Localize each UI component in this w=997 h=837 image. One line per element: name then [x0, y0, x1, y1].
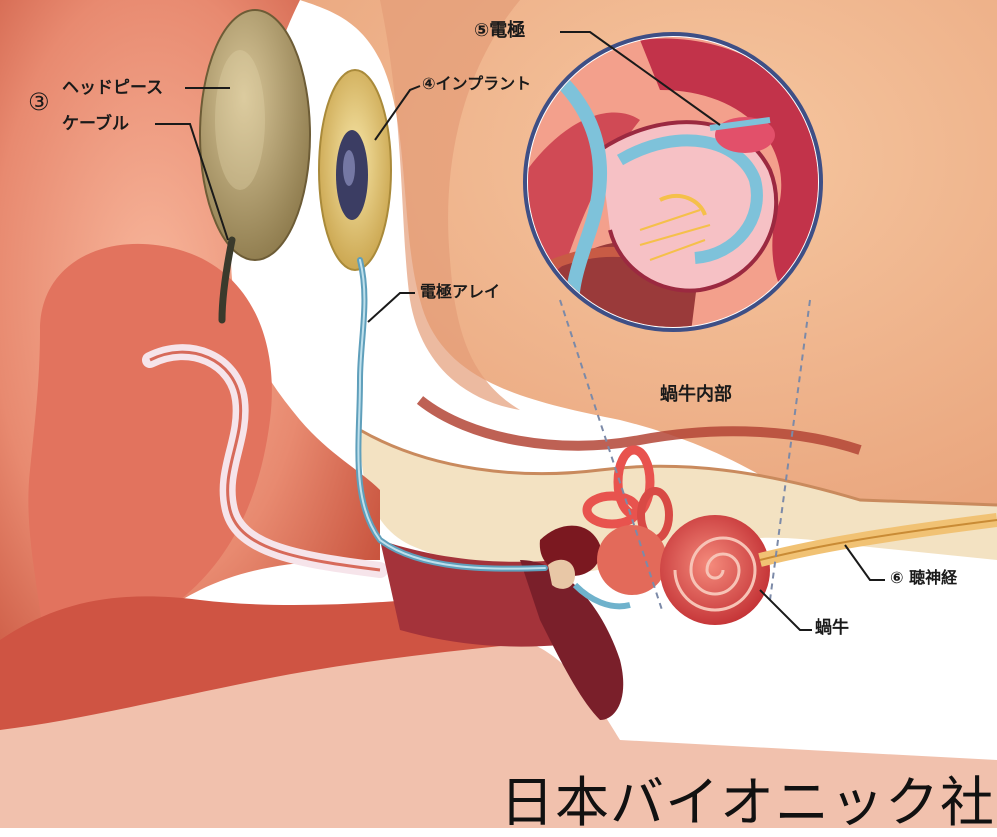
implant-label: ④インプラント — [422, 76, 531, 92]
credit-text: 日本バイオニック社 — [500, 758, 995, 837]
inner-cochlea-label: 蝸牛内部 — [660, 386, 732, 404]
headpiece-number-label: ③ — [28, 90, 50, 114]
cochlea-label: 蝸牛 — [815, 620, 849, 637]
auditory-nerve-label: ⑥ 聴神経 — [890, 570, 957, 586]
headpiece — [200, 10, 310, 260]
cable-label: ケーブル — [62, 116, 129, 133]
headpiece-label: ヘッドピース — [62, 80, 163, 97]
implant — [319, 70, 391, 270]
electrode-label: ⑤電極 — [474, 22, 525, 40]
electrode-array-label: 電極アレイ — [420, 284, 500, 300]
